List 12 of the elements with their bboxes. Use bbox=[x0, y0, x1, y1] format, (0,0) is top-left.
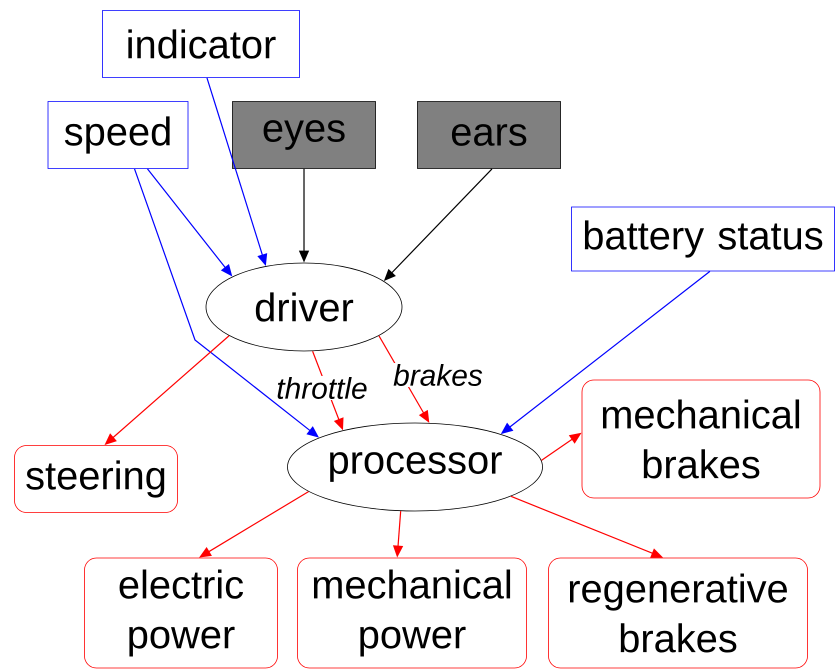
sensor-box: eyes bbox=[232, 101, 376, 169]
input-box: speed bbox=[48, 101, 188, 169]
output-box: mechanical brakes bbox=[582, 380, 820, 498]
input-box: battery status bbox=[571, 206, 835, 272]
output-box: steering bbox=[14, 445, 178, 513]
edge-label: throttle bbox=[275, 376, 369, 400]
sensor-box: ears bbox=[417, 101, 561, 169]
output-box: mechanical power bbox=[297, 558, 527, 668]
edge-label: brakes bbox=[392, 363, 484, 387]
output-box: regenerative brakes bbox=[548, 558, 808, 668]
output-box: electric power bbox=[84, 558, 278, 668]
input-box: indicator bbox=[102, 10, 300, 78]
